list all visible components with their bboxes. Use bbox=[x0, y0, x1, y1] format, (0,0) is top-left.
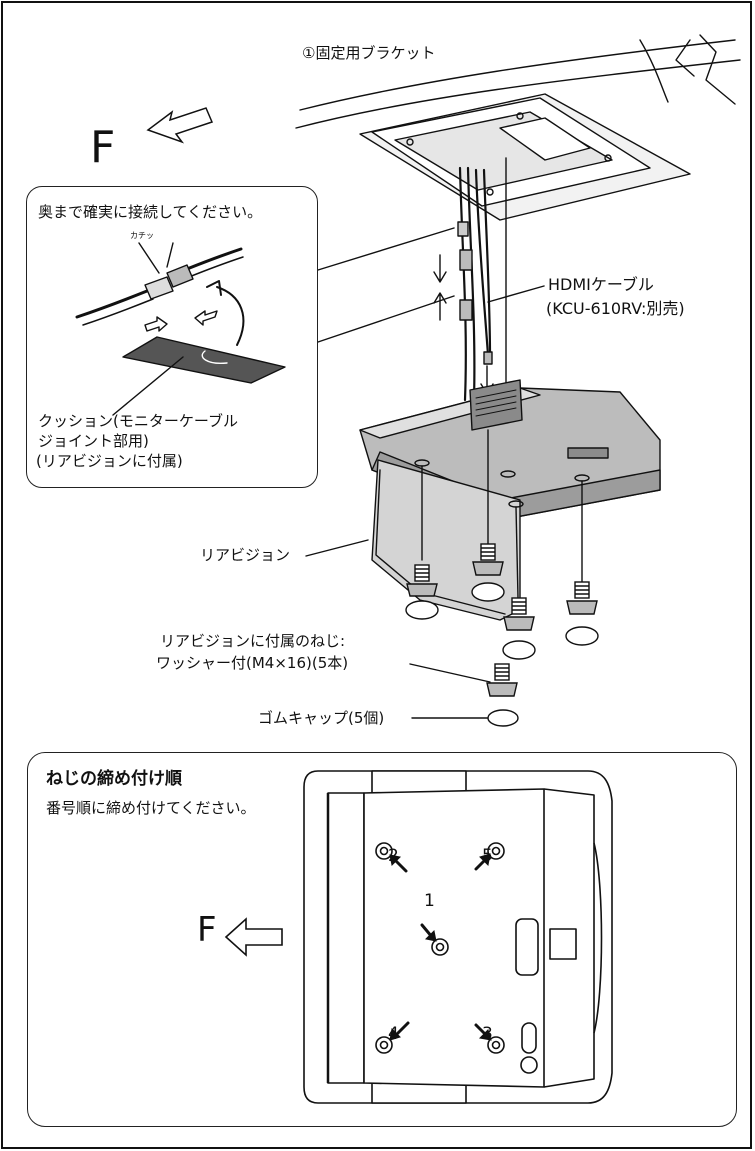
rubber-cap bbox=[487, 709, 519, 727]
cushion-label-1: クッション(モニターケーブル bbox=[38, 412, 238, 430]
screw-4 bbox=[565, 581, 599, 646]
front-arrow-bottom bbox=[224, 917, 283, 957]
monitor-cable bbox=[458, 166, 467, 402]
front-direction-f-bottom: F bbox=[197, 910, 217, 950]
screw-label-1: リアビジョンに付属のねじ: bbox=[160, 632, 346, 650]
hdmi-label-2: (KCU-610RV:別売) bbox=[546, 299, 685, 318]
tightening-order-instruction: 番号順に締め付けてください。 bbox=[46, 799, 256, 817]
cushion-pad bbox=[122, 336, 286, 384]
connection-detail-callout bbox=[26, 186, 318, 488]
tightening-order-title: ねじの締め付け順 bbox=[46, 769, 182, 789]
hole-4 bbox=[375, 1036, 393, 1054]
screw-2 bbox=[471, 543, 505, 602]
order-number-1: 1 bbox=[424, 891, 435, 911]
monitor-bottom-view bbox=[224, 770, 613, 1104]
hole-2 bbox=[375, 842, 393, 860]
hole-1 bbox=[431, 938, 449, 956]
cushion-label-3: (リアビジョンに付属) bbox=[36, 452, 183, 470]
order-number-2: 2 bbox=[388, 846, 399, 866]
hdmi-leader-line bbox=[487, 285, 545, 303]
ceiling-edge-line bbox=[299, 39, 736, 111]
rearvision-label: リアビジョン bbox=[200, 546, 291, 564]
screw-1 bbox=[405, 564, 439, 620]
connector-detail-illustration bbox=[75, 242, 286, 416]
rubber-cap-label: ゴムキャップ(5個) bbox=[258, 709, 385, 727]
hole-3 bbox=[487, 1036, 505, 1054]
order-number-4: 4 bbox=[388, 1024, 399, 1044]
hdmi-label-1: HDMIケーブル bbox=[548, 275, 654, 294]
screw-label-2: ワッシャー付(M4×16)(5本) bbox=[156, 654, 349, 672]
hole-5 bbox=[487, 842, 505, 860]
cable-connector-upper bbox=[459, 249, 473, 271]
front-direction-f: F bbox=[90, 122, 116, 173]
bracket-label: ①固定用ブラケット bbox=[302, 44, 436, 62]
rearvision-screen-panel bbox=[371, 459, 521, 621]
click-sound-label: カチッ bbox=[130, 231, 154, 240]
tightening-order-box bbox=[27, 752, 737, 1127]
front-arrow-top bbox=[146, 107, 214, 144]
screw-3 bbox=[502, 597, 536, 660]
order-number-3: 3 bbox=[482, 1024, 493, 1044]
order-number-5: 5 bbox=[482, 846, 493, 866]
screw-5 bbox=[486, 663, 519, 727]
cushion-label-2: ジョイント部用) bbox=[38, 432, 149, 450]
cable-connector-lower bbox=[459, 299, 473, 321]
connect-note: 奥まで確実に接続してください。 bbox=[38, 203, 263, 221]
